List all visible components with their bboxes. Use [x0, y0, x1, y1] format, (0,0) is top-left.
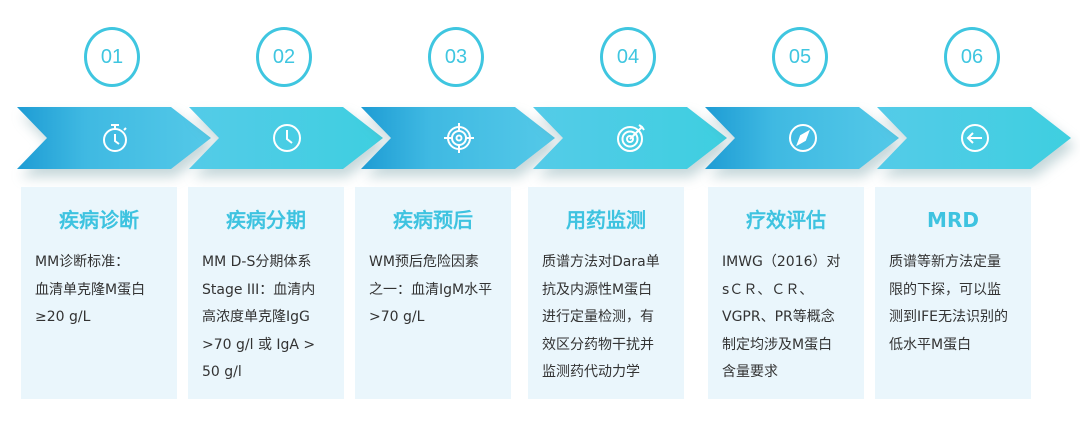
- step-chevron: [533, 107, 727, 169]
- step-number-circle: 03: [428, 27, 484, 87]
- step-title: 疾病诊断: [59, 208, 139, 232]
- step-card: 用药监测质谱方法对Dara单 抗及内源性M蛋白 进行定量检测，有 效区分药物干扰…: [528, 187, 684, 399]
- stopwatch-icon: [103, 124, 127, 152]
- step-number-circle: 05: [772, 27, 828, 87]
- step-description: IMWG（2016）对 sＣＲ、ＣＲ、 VGPR、PR等概念 制定均涉及M蛋白 …: [722, 254, 841, 380]
- step-description: 质谱等新方法定量 限的下探，可以监 测到IFE无法识别的 低水平M蛋白: [889, 254, 1009, 353]
- step-description: MM诊断标准： 血清单克隆M蛋白 ≥20 g/L: [35, 254, 146, 325]
- step-description: 质谱方法对Dara单 抗及内源性M蛋白 进行定量检测，有 效区分药物干扰并 监测…: [542, 254, 660, 380]
- step-chevron: [17, 107, 211, 169]
- step-chevron: [361, 107, 555, 169]
- crosshair-icon: [444, 123, 474, 153]
- step-title: 疾病分期: [226, 208, 306, 232]
- step-number-circle: 02: [256, 27, 312, 87]
- chevron-shape: [361, 107, 555, 169]
- step-card: 疾病分期 MM D-S分期体系 Stage III：血清内 高浓度单克隆IgG >…: [188, 187, 344, 399]
- step-chevron: [705, 107, 899, 169]
- step-description: MM D-S分期体系 Stage III：血清内 高浓度单克隆IgG >70 g…: [202, 254, 316, 380]
- step-card: 疾病预后 WM预后危险因素 之一：血清IgM水平 >70 g/L: [355, 187, 511, 399]
- step-title: 疾病预后: [393, 208, 473, 232]
- step-number-circle: 01: [84, 27, 140, 87]
- clock-icon: [273, 124, 301, 152]
- step-number-circle: 04: [600, 27, 656, 87]
- step-chevron: [877, 107, 1071, 169]
- step-number-circle: 06: [944, 27, 1000, 87]
- step-title: MRD: [927, 208, 979, 232]
- arrow-left-circle-icon: [961, 124, 989, 152]
- target-arrow-icon: [617, 124, 645, 152]
- step-title: 用药监测: [566, 208, 646, 232]
- step-card: 疗效评估 IMWG（2016）对 sＣＲ、ＣＲ、 VGPR、PR等概念 制定均涉及…: [708, 187, 864, 399]
- step-card: MRD 质谱等新方法定量 限的下探，可以监 测到IFE无法识别的 低水平M蛋白: [875, 187, 1031, 399]
- step-card: 疾病诊断 MM诊断标准： 血清单克隆M蛋白 ≥20 g/L: [21, 187, 177, 399]
- compass-icon: [789, 124, 817, 152]
- step-chevron: [189, 107, 383, 169]
- step-description: WM预后危险因素 之一：血清IgM水平 >70 g/L: [369, 254, 493, 325]
- step-title: 疗效评估: [746, 208, 826, 232]
